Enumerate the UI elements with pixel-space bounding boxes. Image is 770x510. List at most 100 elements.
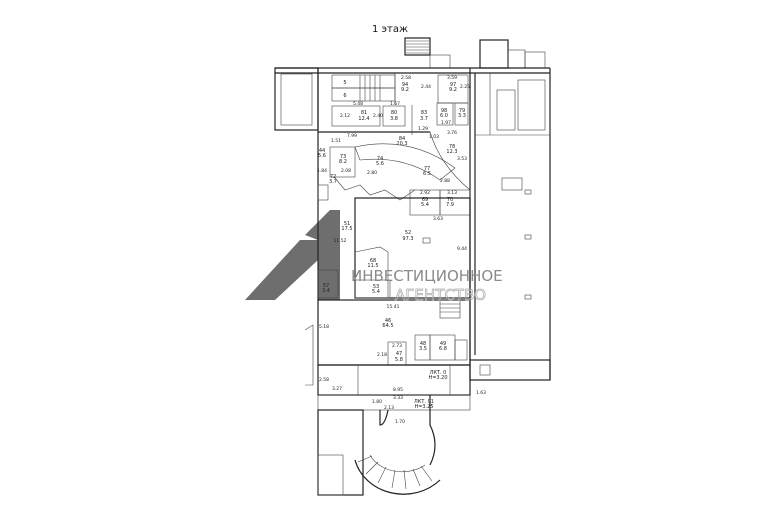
svg-text:3.63: 3.63 <box>433 216 443 222</box>
svg-text:1.29: 1.29 <box>418 126 428 132</box>
room-label: 803.8 <box>390 110 398 122</box>
room-label: 738.2 <box>339 154 347 165</box>
watermark-logo <box>245 210 340 300</box>
svg-text:80: 80 <box>391 110 397 116</box>
svg-text:1.84: 1.84 <box>317 168 327 174</box>
svg-text:98: 98 <box>441 108 447 114</box>
svg-text:81: 81 <box>361 110 367 116</box>
svg-text:97.3: 97.3 <box>402 236 413 242</box>
svg-text:1.51: 1.51 <box>331 138 341 144</box>
svg-text:2.73: 2.73 <box>392 343 402 349</box>
svg-text:5.4: 5.4 <box>372 289 380 295</box>
svg-text:1.70: 1.70 <box>395 419 405 425</box>
svg-text:Н=3.25: Н=3.25 <box>414 404 433 410</box>
room-label: 707.9 <box>446 197 454 208</box>
watermark-line2: АГЕНТСТВО <box>395 286 486 304</box>
svg-text:97: 97 <box>450 82 456 88</box>
svg-text:6: 6 <box>343 93 346 99</box>
room-label: 535.4 <box>372 284 380 295</box>
svg-text:15.41: 15.41 <box>387 304 400 310</box>
svg-text:ЛКТ. 0: ЛКТ. 0 <box>430 370 447 376</box>
room-label: 986.0 <box>440 108 448 119</box>
svg-text:2.92: 2.92 <box>420 190 430 196</box>
room-label: 496.8 <box>439 341 447 352</box>
room-label: 483.5 <box>419 341 427 352</box>
svg-text:83: 83 <box>421 110 427 116</box>
svg-text:84: 84 <box>399 136 405 142</box>
svg-text:64.5: 64.5 <box>382 323 393 329</box>
dimension-labels: 2.58 3.59 2.44 2.25 5.48 1.67 2.12 2.40 … <box>317 75 486 425</box>
svg-text:1.03: 1.03 <box>429 134 439 140</box>
svg-text:6.8: 6.8 <box>439 346 447 352</box>
svg-text:78: 78 <box>449 144 455 150</box>
walls <box>274 67 551 496</box>
svg-text:74: 74 <box>377 156 383 162</box>
room-label: 445.6 <box>318 148 326 159</box>
svg-text:9.44: 9.44 <box>457 246 467 252</box>
svg-text:9.2: 9.2 <box>401 87 409 93</box>
room-label: 573.4 <box>322 283 330 294</box>
svg-text:68: 68 <box>370 258 376 264</box>
room-label: ЛКТ. 0Н=3.20 <box>428 370 447 381</box>
svg-text:1.97: 1.97 <box>441 120 451 126</box>
svg-text:2.40: 2.40 <box>373 113 383 119</box>
svg-text:2.13: 2.13 <box>384 405 394 411</box>
room-label: 5 <box>343 80 346 86</box>
svg-text:8.2: 8.2 <box>339 159 347 165</box>
room-label: 949.2 <box>401 82 409 93</box>
svg-text:2.58: 2.58 <box>401 75 411 81</box>
svg-text:51: 51 <box>344 221 350 227</box>
svg-text:3.7: 3.7 <box>420 116 428 122</box>
svg-text:3.53: 3.53 <box>457 156 467 162</box>
svg-text:12.3: 12.3 <box>446 149 457 155</box>
svg-text:5.6: 5.6 <box>376 161 384 167</box>
svg-text:57: 57 <box>323 283 329 289</box>
room-label: 475.8 <box>395 351 403 363</box>
svg-text:6.5: 6.5 <box>423 171 431 177</box>
svg-text:2.80: 2.80 <box>367 170 377 176</box>
svg-text:3.3: 3.3 <box>458 113 466 119</box>
room-label: 776.5 <box>423 166 431 177</box>
svg-text:72: 72 <box>330 174 336 180</box>
room-label: 745.6 <box>376 156 384 167</box>
svg-text:5.48: 5.48 <box>353 101 363 107</box>
svg-text:2.58: 2.58 <box>319 377 329 383</box>
room-label: 695.4 <box>421 197 429 208</box>
svg-text:53: 53 <box>373 284 379 290</box>
svg-text:20.3: 20.3 <box>396 141 407 147</box>
svg-text:3.27: 3.27 <box>332 386 342 392</box>
svg-text:5.6: 5.6 <box>318 153 326 159</box>
svg-text:3.59: 3.59 <box>447 75 457 81</box>
svg-text:2.08: 2.08 <box>341 168 351 174</box>
svg-text:5: 5 <box>343 80 346 86</box>
svg-text:7.9: 7.9 <box>446 202 454 208</box>
svg-text:69: 69 <box>422 197 428 203</box>
svg-text:2.25: 2.25 <box>460 84 470 90</box>
svg-text:2.12: 2.12 <box>340 113 350 119</box>
room-label: 793.3 <box>458 108 466 119</box>
svg-text:52: 52 <box>405 230 411 236</box>
svg-text:2.18: 2.18 <box>377 352 387 358</box>
svg-text:11.5: 11.5 <box>367 263 378 269</box>
svg-text:77: 77 <box>424 166 430 172</box>
svg-text:ЛКТ. 01: ЛКТ. 01 <box>414 399 434 405</box>
svg-text:1.80: 1.80 <box>372 399 382 405</box>
room-label: 6 <box>343 93 346 99</box>
svg-text:1.67: 1.67 <box>390 101 400 107</box>
room-label: 979.2 <box>449 82 457 93</box>
room-label: ЛКТ. 01Н=3.25 <box>414 399 434 410</box>
svg-text:3.8: 3.8 <box>390 116 398 122</box>
svg-text:9.2: 9.2 <box>449 87 457 93</box>
svg-text:5.18: 5.18 <box>319 324 329 330</box>
floor-title: 1 этаж <box>372 24 408 35</box>
svg-text:2.88: 2.88 <box>440 178 450 184</box>
svg-text:5.4: 5.4 <box>421 202 429 208</box>
svg-text:1.63: 1.63 <box>476 390 486 396</box>
